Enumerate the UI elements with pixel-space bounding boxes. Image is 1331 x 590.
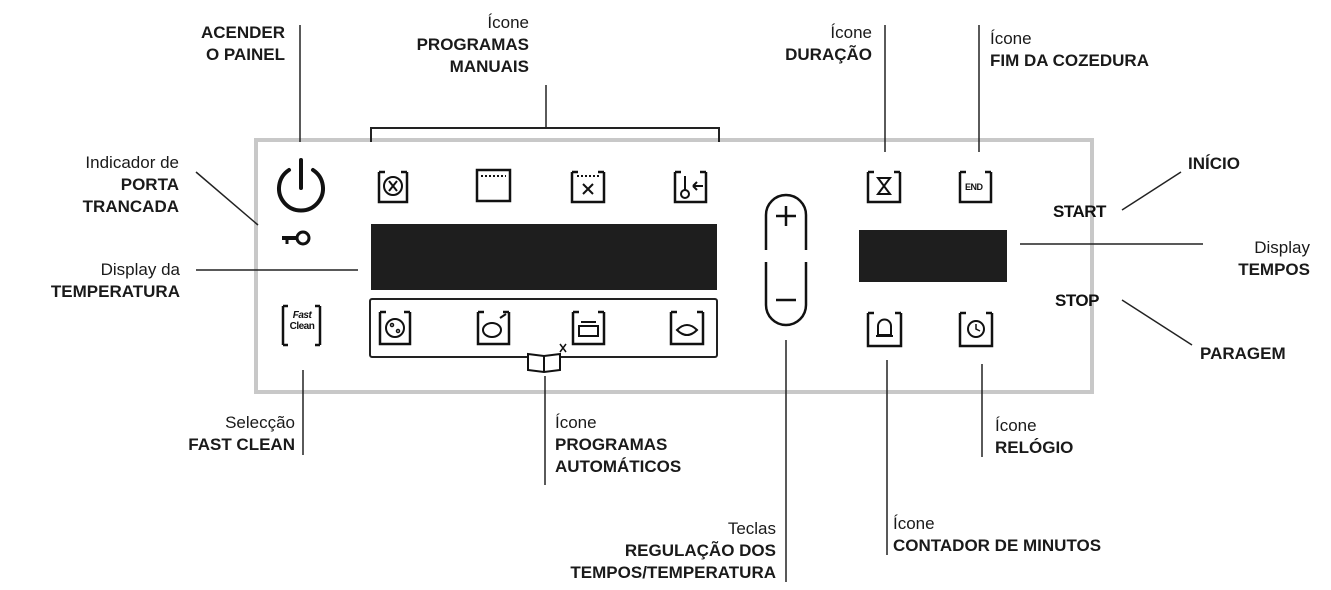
temperature-display: [371, 224, 717, 290]
fan-program-icon[interactable]: [377, 170, 409, 204]
door-lock-callout: Indicador de PORTA TRANCADA: [82, 153, 179, 216]
meat-program-icon[interactable]: [476, 310, 511, 346]
end-icon-text: END: [965, 182, 983, 192]
cake-program-icon[interactable]: [571, 310, 606, 346]
bell-icon[interactable]: [866, 311, 903, 348]
fast-clean-callout: Selecção FAST CLEAN: [188, 413, 295, 454]
plus-key[interactable]: [764, 193, 808, 250]
temperature-program-icon[interactable]: [673, 170, 708, 204]
key-icon: [282, 230, 311, 246]
temperature-display-callout: Display da TEMPERATURA: [50, 260, 180, 301]
minus-key[interactable]: [764, 262, 808, 327]
adjust-keys-callout: Teclas REGULAÇÃO DOS TEMPOS/TEMPERATURA: [570, 519, 776, 582]
fast-clean-button[interactable]: [281, 304, 322, 347]
stop-button[interactable]: STOP: [1055, 291, 1099, 310]
start-button[interactable]: START: [1053, 202, 1106, 221]
end-cooking-callout: Ícone FIM DA COZEDURA: [990, 29, 1149, 70]
times-display: [859, 230, 1007, 282]
pizza-program-icon[interactable]: [378, 310, 412, 346]
start-callout: INÍCIO: [1188, 154, 1240, 173]
control-panel: [254, 138, 1094, 394]
manual-programs-bracket: [370, 127, 720, 142]
top-heat-fan-program-icon[interactable]: [570, 170, 606, 204]
power-callout: ACENDER O PAINEL: [200, 23, 285, 64]
clock-icon[interactable]: [958, 311, 994, 348]
auto-programs-frame: [369, 298, 718, 358]
stop-callout: PARAGEM: [1200, 344, 1286, 363]
minute-timer-callout: Ícone CONTADOR DE MINUTOS: [893, 514, 1102, 555]
times-display-callout: Display TEMPOS: [1238, 238, 1310, 279]
end-cooking-icon[interactable]: [958, 170, 993, 204]
recipe-book-icon: [527, 343, 567, 374]
auto-programs-callout: Ícone PROGRAMAS AUTOMÁTICOS: [555, 413, 682, 476]
duration-callout: Ícone DURAÇÃO: [785, 23, 872, 64]
manual-programs-callout: Ícone PROGRAMAS MANUAIS: [416, 13, 529, 76]
top-heat-program-icon[interactable]: [475, 168, 512, 203]
clock-callout: Ícone RELÓGIO: [995, 416, 1074, 457]
fish-program-icon[interactable]: [669, 310, 705, 346]
leader-lines: [195, 25, 1203, 582]
fast-clean-icon-text: Fast Clean: [289, 310, 315, 332]
hourglass-icon[interactable]: [866, 170, 902, 204]
power-icon[interactable]: [277, 158, 325, 213]
